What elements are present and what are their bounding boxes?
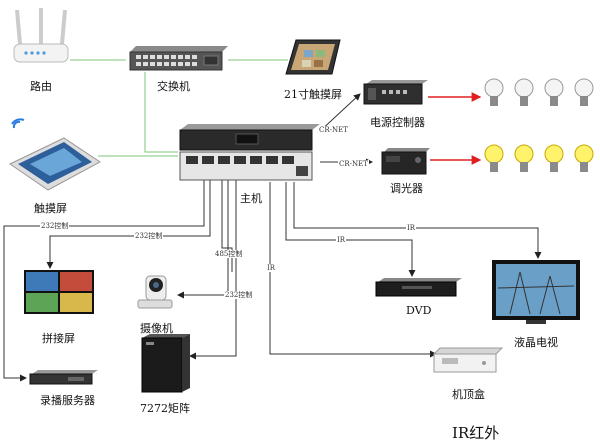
ctrl485-label: 485控制 [214, 250, 244, 258]
tablet-touch-label: 触摸屏 [34, 202, 67, 215]
ctrl232-label-c: 232控制 [224, 291, 254, 299]
touch-screen-21-icon [285, 39, 341, 75]
matrix-icon [141, 334, 190, 393]
recording-server-icon [29, 370, 98, 385]
host-label: 主机 [240, 192, 262, 205]
matrix-label: 7272矩阵 [140, 402, 190, 415]
bulbs-on-icon [484, 144, 594, 172]
ir-label-c: IR [406, 224, 417, 232]
ctrl232-label-a: 232控制 [40, 222, 70, 230]
footer-caption: IR红外 [452, 424, 500, 442]
host-unit-icon [179, 124, 320, 181]
switch-label: 交换机 [157, 80, 190, 93]
router-label: 路由 [30, 80, 52, 93]
ctrl232-label-b: 232控制 [134, 232, 164, 240]
touch-screen-21-label: 21寸触摸屏 [284, 88, 342, 101]
power-controller-icon [363, 80, 428, 105]
control-lines [3, 93, 542, 382]
ir-label-a: IR [266, 264, 277, 272]
dimmer-label: 调光器 [390, 182, 423, 195]
splice-screen-label: 拼接屏 [42, 332, 75, 345]
dvd-icon [375, 278, 462, 297]
splice-screen-icon [24, 270, 94, 314]
tablet-touch-icon [9, 118, 101, 191]
ir-label-b: IR [336, 236, 347, 244]
network-lines [70, 59, 288, 157]
set-top-box-icon [432, 347, 504, 373]
recording-server-label: 录播服务器 [40, 394, 95, 407]
switch-icon [129, 46, 228, 71]
cr-net-label-1: CR-NET [318, 126, 349, 134]
lcd-tv-label: 液晶电视 [514, 336, 558, 349]
power-controller-label: 电源控制器 [370, 116, 425, 129]
camera-label: 摄像机 [140, 322, 173, 335]
dvd-label: DVD [406, 304, 432, 317]
lcd-tv-icon [492, 260, 580, 324]
camera-icon [137, 275, 173, 309]
dimmer-icon [381, 148, 430, 175]
router-icon [13, 8, 69, 63]
set-top-box-label: 机顶盒 [452, 388, 485, 401]
bulbs-off-icon [484, 78, 594, 106]
power-lines [428, 92, 482, 165]
cr-net-label-2: CR-NET [338, 160, 369, 168]
